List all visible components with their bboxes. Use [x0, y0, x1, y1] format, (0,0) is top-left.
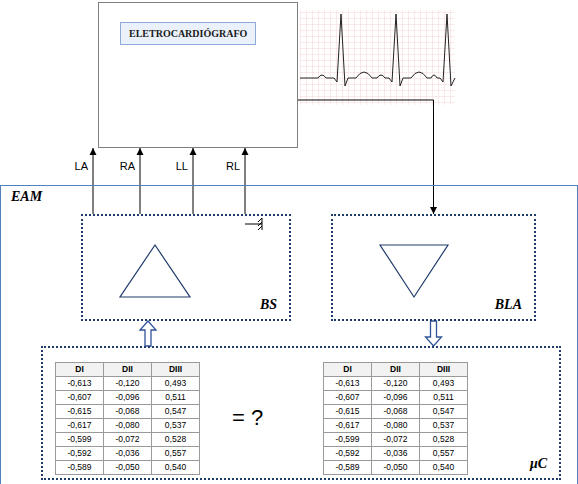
- connector: [190, 148, 197, 214]
- table-cell: -0,080: [372, 419, 420, 433]
- node-label: BS: [260, 297, 277, 313]
- table-cell: -0,599: [56, 433, 104, 447]
- table-cell: -0,036: [372, 447, 420, 461]
- comparison-mark: = ?: [232, 405, 263, 431]
- table-header: DI: [56, 363, 104, 377]
- table-cell: -0,068: [104, 405, 152, 419]
- table-cell: -0,589: [324, 461, 372, 475]
- connector: [242, 148, 249, 214]
- device-box: ELETROCARDIÓGRAFO: [98, 2, 298, 148]
- table-cell: -0,050: [372, 461, 420, 475]
- table-cell: 0,511: [152, 391, 200, 405]
- table-header: DII: [372, 363, 420, 377]
- connector: [298, 100, 437, 214]
- table-cell: 0,540: [420, 461, 468, 475]
- ecg-trace: [300, 10, 455, 105]
- ground-symbol: [245, 218, 262, 230]
- table-cell: -0,592: [56, 447, 104, 461]
- table-cell: 0,528: [152, 433, 200, 447]
- bus-arrow: [140, 321, 156, 346]
- table-cell: -0,613: [324, 377, 372, 391]
- lead-name: LA: [75, 160, 88, 172]
- lead-name: RA: [120, 160, 135, 172]
- table-cell: -0,607: [324, 391, 372, 405]
- table-cell: 0,557: [420, 447, 468, 461]
- triangle-symbols: [120, 245, 448, 297]
- table-cell: 0,493: [420, 377, 468, 391]
- table-cell: -0,036: [104, 447, 152, 461]
- lead-name: LL: [176, 160, 188, 172]
- table-cell: 0,547: [420, 405, 468, 419]
- table-cell: -0,096: [104, 391, 152, 405]
- table-cell: -0,613: [56, 377, 104, 391]
- table-cell: 0,537: [152, 419, 200, 433]
- table-cell: -0,607: [56, 391, 104, 405]
- table-cell: -0,615: [324, 405, 372, 419]
- table-cell: -0,617: [324, 419, 372, 433]
- table-cell: -0,068: [372, 405, 420, 419]
- table-cell: -0,599: [324, 433, 372, 447]
- bus-arrow: [426, 321, 442, 346]
- table-cell: 0,493: [152, 377, 200, 391]
- table-cell: -0,615: [56, 405, 104, 419]
- connector: [137, 148, 144, 214]
- table-cell: -0,120: [104, 377, 152, 391]
- table-cell: -0,096: [372, 391, 420, 405]
- lead-name: RL: [226, 160, 240, 172]
- node-label: μC: [530, 456, 547, 472]
- node-label: ELETROCARDIÓGRAFO: [120, 22, 256, 45]
- table-cell: -0,589: [56, 461, 104, 475]
- table-header: DI: [324, 363, 372, 377]
- table-header: DIII: [152, 363, 200, 377]
- connector: [90, 148, 97, 214]
- table-cell: 0,511: [420, 391, 468, 405]
- table-cell: 0,547: [152, 405, 200, 419]
- data-table: DIDIIDIII-0,613-0,1200,493-0,607-0,0960,…: [323, 362, 468, 475]
- table-cell: 0,540: [152, 461, 200, 475]
- node-label: EAM: [11, 189, 42, 205]
- table-cell: 0,537: [420, 419, 468, 433]
- table-cell: -0,592: [324, 447, 372, 461]
- table-header: DIII: [420, 363, 468, 377]
- data-table: DIDIIDIII-0,613-0,1200,493-0,607-0,0960,…: [55, 362, 200, 475]
- table-header: DII: [104, 363, 152, 377]
- module-box: BLA: [331, 214, 536, 321]
- table-cell: -0,072: [372, 433, 420, 447]
- table-cell: -0,072: [104, 433, 152, 447]
- table-cell: 0,528: [420, 433, 468, 447]
- table-cell: -0,617: [56, 419, 104, 433]
- table-cell: 0,557: [152, 447, 200, 461]
- table-cell: -0,120: [372, 377, 420, 391]
- table-cell: -0,050: [104, 461, 152, 475]
- node-label: BLA: [495, 297, 522, 313]
- module-box: BS: [81, 214, 291, 321]
- table-cell: -0,080: [104, 419, 152, 433]
